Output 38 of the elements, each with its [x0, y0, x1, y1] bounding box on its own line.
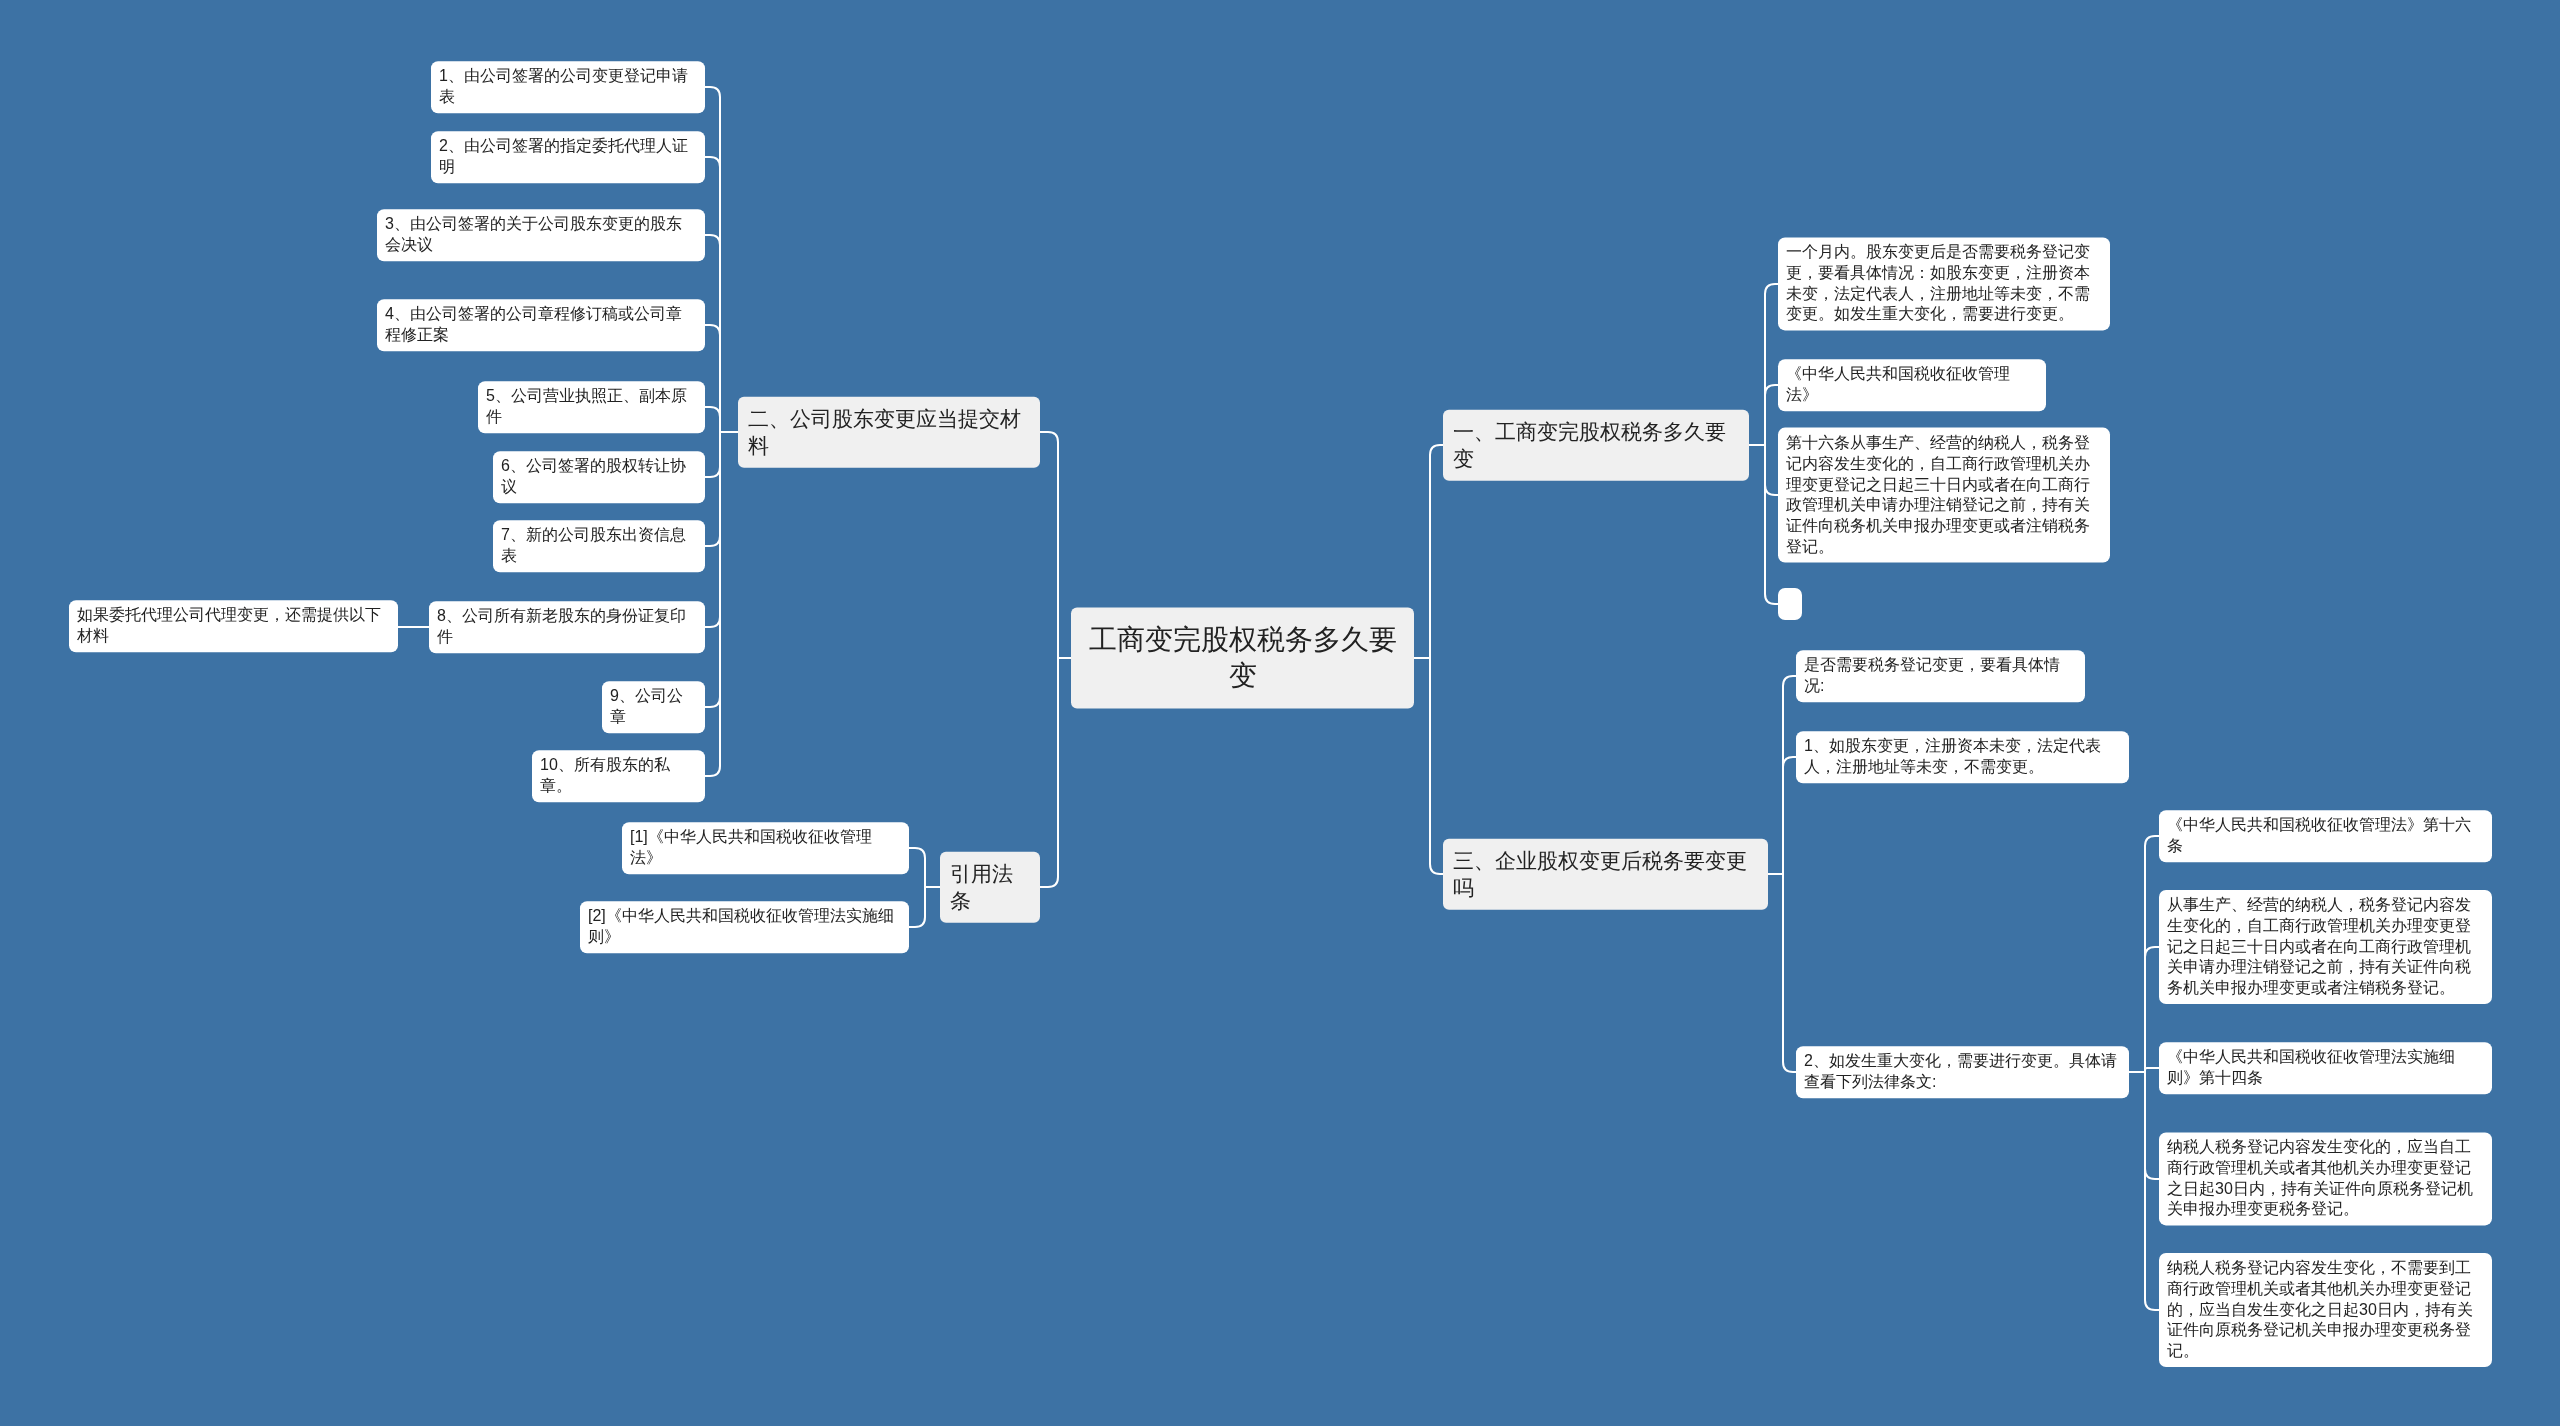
- topic-box: 纳税人税务登记内容发生变化的，应当自工商行政管理机关或者其他机关办理变更登记之日起30日内，持有关证件向原税务登记机关申报办理变更税务登记。: [2159, 1132, 2492, 1226]
- branch-topic-box: 二、公司股东变更应当提交材料: [738, 396, 1040, 468]
- branch-topic-box: 引用法条: [940, 851, 1040, 923]
- topic-box: 是否需要税务登记变更，要看具体情况:: [1796, 650, 2085, 702]
- topic-box: 一个月内。股东变更后是否需要税务登记变更，要看具体情况：如股东变更，注册资本未变，法定代表人，注册地址等未变，不需变更。如发生重大变化，需要进行变更。: [1778, 237, 2110, 331]
- central-topic-box: 工商变完股权税务多久要变: [1071, 607, 1414, 709]
- topic-box: 《中华人民共和国税收征收管理法》: [1778, 359, 2046, 411]
- topic-box: [1]《中华人民共和国税收征收管理法》: [622, 822, 909, 874]
- connector-line: [1748, 444, 1779, 605]
- topic-box: 1、如股东变更，注册资本未变，法定代表人，注册地址等未变，不需变更。: [1796, 731, 2129, 783]
- topic-box: 4、由公司签署的公司章程修订稿或公司章程修正案: [377, 299, 705, 351]
- topic-box: 10、所有股东的私章。: [532, 750, 705, 802]
- branch-topic-box: 三、企业股权变更后税务要变更吗: [1443, 838, 1768, 910]
- topic-box: 纳税人税务登记内容发生变化，不需要到工商行政管理机关或者其他机关办理变更登记的，应当自发生变化之日起30日内，持有关证件向原税务登记机关申报办理变更税务登记。: [2159, 1253, 2492, 1367]
- topic-box: 2、如发生重大变化，需要进行变更。具体请查看下列法律条文:: [1796, 1046, 2129, 1098]
- connector-line: [908, 886, 941, 928]
- connector-line: [2128, 1071, 2160, 1311]
- connector-line: [1039, 657, 1072, 888]
- topic-box: 第十六条从事生产、经营的纳税人，税务登记内容发生变化的，自工商行政管理机关办理变更登记之日起三十日内或者在向工商行政管理机关申请办理注销登记之前，持有关证件向税务机关申报办理变更或者注销税务登记。: [1778, 427, 2110, 563]
- topic-box: 《中华人民共和国税收征收管理法》第十六条: [2159, 810, 2492, 862]
- topic-box: 如果委托代理公司代理变更，还需提供以下材料: [69, 600, 398, 652]
- connector-line: [1767, 873, 1797, 1073]
- empty-topic-box: [1778, 588, 1802, 620]
- topic-box: [2]《中华人民共和国税收征收管理法实施细则》: [580, 901, 909, 953]
- topic-box: 《中华人民共和国税收征收管理法实施细则》第十四条: [2159, 1042, 2492, 1094]
- topic-box: 1、由公司签署的公司变更登记申请表: [431, 61, 705, 113]
- connector-line: [397, 626, 430, 628]
- branch-topic-box: 一、工商变完股权税务多久要变: [1443, 409, 1749, 481]
- connector-line: [704, 431, 739, 777]
- connector-line: [1413, 657, 1444, 875]
- topic-box: 9、公司公章: [602, 681, 705, 733]
- topic-box: 5、公司营业执照正、副本原件: [478, 381, 705, 433]
- topic-box: 6、公司签署的股权转让协议: [493, 451, 705, 503]
- topic-box: 2、由公司签署的指定委托代理人证明: [431, 131, 705, 183]
- topic-box: 从事生产、经营的纳税人，税务登记内容发生变化的，自工商行政管理机关办理变更登记之日起三十日内或者在向工商行政管理机关申请办理注销登记之前，持有关证件向税务机关申报办理变更或者注销税务登记。: [2159, 890, 2492, 1004]
- topic-box: 3、由公司签署的关于公司股东变更的股东会决议: [377, 209, 705, 261]
- topic-box: 7、新的公司股东出资信息表: [493, 520, 705, 572]
- topic-box: 8、公司所有新老股东的身份证复印件: [429, 601, 705, 653]
